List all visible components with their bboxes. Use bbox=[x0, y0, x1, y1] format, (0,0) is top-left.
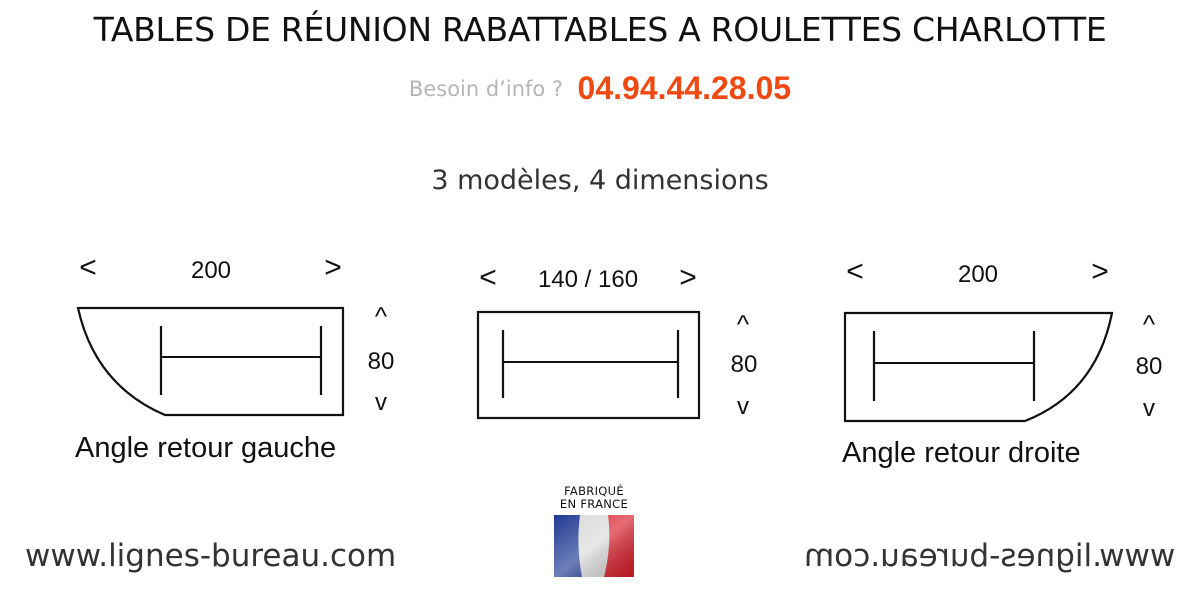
width-arrow-right: > bbox=[1091, 255, 1109, 288]
depth-label: 80 bbox=[1136, 353, 1163, 380]
tabletop-outline-right-return bbox=[843, 311, 1114, 423]
width-arrow-left: < bbox=[479, 261, 497, 294]
info-line: Besoin d’info ? 04.94.44.28.05 bbox=[0, 70, 1200, 107]
website-link[interactable]: www.lignes-bureau.com bbox=[25, 538, 397, 574]
table-rectangular: < 140 / 160 > ^ 80 v bbox=[476, 261, 758, 420]
depth-arrow-up: ^ bbox=[737, 309, 750, 339]
depth-arrow-up: ^ bbox=[375, 301, 388, 331]
info-question: Besoin d’info ? bbox=[408, 76, 564, 101]
depth-arrow-down: v bbox=[375, 389, 387, 416]
badge-line-1: FABRIQUÉ bbox=[564, 484, 624, 498]
made-in-france-badge: FABRIQUÉ EN FRANCE bbox=[548, 485, 640, 577]
tabletop-outline-left-return bbox=[76, 306, 345, 417]
depth-arrow-down: v bbox=[1143, 395, 1155, 422]
width-label: 200 bbox=[958, 261, 998, 288]
badge-line-2: EN FRANCE bbox=[559, 497, 629, 511]
caption-right-return: Angle retour droite bbox=[842, 437, 1081, 469]
depth-arrow-down: v bbox=[737, 393, 749, 420]
width-label: 140 / 160 bbox=[538, 266, 638, 293]
table-left-return: < 200 > ^ 80 v Angle retour gauche bbox=[75, 251, 394, 464]
depth-label: 80 bbox=[368, 348, 395, 375]
page-title: TABLES DE RÉUNION RABATTABLES A ROULETTE… bbox=[93, 10, 1107, 49]
width-arrow-left: < bbox=[79, 251, 97, 284]
depth-arrow-up: ^ bbox=[1143, 309, 1156, 339]
table-right-return: < 200 > ^ 80 v Angle retour droite bbox=[842, 255, 1162, 469]
phone-number[interactable]: 04.94.44.28.05 bbox=[577, 70, 792, 106]
subtitle: 3 modèles, 4 dimensions bbox=[431, 165, 769, 196]
tabletop-outline-rectangular bbox=[476, 310, 701, 420]
caption-left-return: Angle retour gauche bbox=[75, 432, 336, 464]
width-arrow-right: > bbox=[324, 251, 342, 284]
depth-label: 80 bbox=[731, 351, 758, 378]
width-arrow-left: < bbox=[846, 255, 864, 288]
france-flag-icon bbox=[554, 515, 634, 577]
width-arrow-right: > bbox=[679, 261, 697, 294]
width-label: 200 bbox=[191, 257, 231, 284]
website-link-mirrored: www.lignes-bureau.com bbox=[803, 538, 1175, 574]
